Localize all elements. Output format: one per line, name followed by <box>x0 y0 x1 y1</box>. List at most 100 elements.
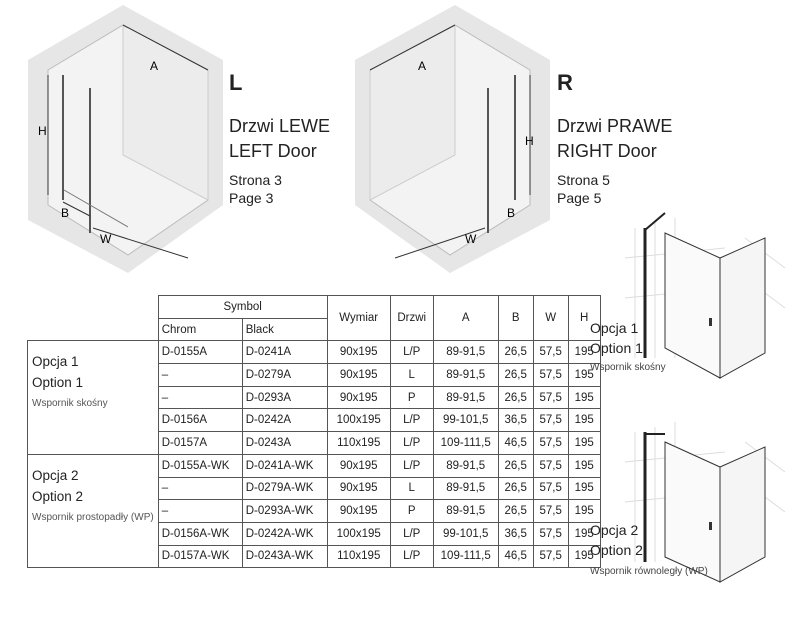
table-cell: – <box>157 499 243 523</box>
table-cell: 26,5 <box>497 340 534 365</box>
header-wymiar: Wymiar <box>326 294 391 342</box>
table-cell: 89-91,5 <box>432 363 499 387</box>
group-label-pl: Opcja 2 <box>32 467 79 483</box>
table-cell: 100x195 <box>326 521 391 546</box>
table-cell: D-0156A <box>157 408 243 433</box>
table-cell: D-0243A-WK <box>241 544 328 569</box>
table-cell: 195 <box>567 499 601 523</box>
left-title-pl: Drzwi LEWE <box>229 116 331 136</box>
right-page-en[interactable]: Page 5 <box>557 190 602 206</box>
dim-b-label: B <box>507 206 515 220</box>
header-drzwi: Drzwi <box>389 294 434 342</box>
left-door-diagram: A H B W <box>28 5 223 273</box>
option1-label-pl: Opcja 1 <box>590 320 639 336</box>
table-cell: D-0157A-WK <box>157 544 243 569</box>
option1-diagram <box>624 212 786 379</box>
table-cell: 99-101,5 <box>432 408 499 433</box>
table-cell: 90x195 <box>326 340 391 365</box>
table-cell: 57,5 <box>532 476 569 501</box>
table-cell: D-0293A-WK <box>241 499 328 523</box>
left-page-en[interactable]: Page 3 <box>229 190 274 206</box>
group-label-en: Option 2 <box>32 488 84 504</box>
table-cell: D-0279A-WK <box>241 476 328 501</box>
option2-diagram <box>624 422 786 583</box>
table-cell: D-0241A-WK <box>241 453 328 478</box>
table-cell: D-0156A-WK <box>157 521 243 546</box>
table-cell: D-0241A <box>241 340 328 365</box>
option-group-label: Opcja 2 Option 2 Wspornik prostopadły (WP) <box>27 453 159 569</box>
table-cell: 57,5 <box>532 408 569 433</box>
table-cell: 26,5 <box>497 499 534 523</box>
table-cell: – <box>157 476 243 501</box>
left-page-pl[interactable]: Strona 3 <box>229 172 282 188</box>
header-a: A <box>432 294 499 342</box>
table-cell: D-0155A-WK <box>157 453 243 478</box>
table-cell: 195 <box>567 453 601 478</box>
table-cell: L <box>389 363 434 387</box>
table-cell: 26,5 <box>497 453 534 478</box>
dim-a-label: A <box>418 59 426 73</box>
table-cell: P <box>389 499 434 523</box>
table-cell: 57,5 <box>532 499 569 523</box>
header-symbol: Symbol <box>157 295 328 319</box>
table-cell: D-0293A <box>241 385 328 410</box>
right-letter: R <box>557 70 573 95</box>
table-cell: 195 <box>567 476 601 501</box>
table-cell: 57,5 <box>532 521 569 546</box>
table-cell: D-0242A-WK <box>241 521 328 546</box>
table-cell: L/P <box>389 453 434 478</box>
dim-h-label: H <box>38 124 47 138</box>
table-cell: 90x195 <box>326 385 391 410</box>
dim-w-label: W <box>100 232 112 246</box>
table-cell: L/P <box>389 431 434 455</box>
table-cell: 57,5 <box>532 431 569 455</box>
table-row: Opcja 2 Option 2 Wspornik prostopadły (WP)… <box>27 453 601 569</box>
table-cell: 46,5 <box>497 431 534 455</box>
table-cell: 110x195 <box>326 431 391 455</box>
table-cell: 57,5 <box>532 385 569 410</box>
option2-note: Wspornik równoległy (WP) <box>590 566 708 577</box>
table-cell: 90x195 <box>326 363 391 387</box>
table-cell: 195 <box>567 544 601 569</box>
table-cell: 90x195 <box>326 476 391 501</box>
table-cell: 26,5 <box>497 476 534 501</box>
dim-h-label: H <box>525 134 534 148</box>
option1-label-en: Option 1 <box>590 340 643 356</box>
table-cell: D-0279A <box>241 363 328 387</box>
table-cell: 36,5 <box>497 521 534 546</box>
table-cell: 89-91,5 <box>432 340 499 365</box>
table-cell: L <box>389 476 434 501</box>
table-cell: L/P <box>389 544 434 569</box>
table-cell: 89-91,5 <box>432 385 499 410</box>
dim-b-label: B <box>61 206 69 220</box>
right-page-pl[interactable]: Strona 5 <box>557 172 610 188</box>
table-cell: L/P <box>389 521 434 546</box>
table-cell: 99-101,5 <box>432 521 499 546</box>
group-note: Wspornik prostopadły (WP) <box>32 511 154 523</box>
table-cell: 57,5 <box>532 363 569 387</box>
table-cell: 89-91,5 <box>432 453 499 478</box>
table-cell: 90x195 <box>326 453 391 478</box>
table-cell: 100x195 <box>326 408 391 433</box>
header-black: Black <box>241 317 328 342</box>
header-h: H <box>567 294 601 342</box>
table-cell: 26,5 <box>497 363 534 387</box>
table-cell: 57,5 <box>532 453 569 478</box>
table-cell: 109-111,5 <box>432 544 499 569</box>
table-cell: D-0155A <box>157 340 243 365</box>
table-cell: 195 <box>567 340 601 365</box>
left-letter: L <box>229 70 243 95</box>
table-cell: 57,5 <box>532 340 569 365</box>
table-cell: – <box>157 363 243 387</box>
table-cell: 109-111,5 <box>432 431 499 455</box>
dim-w-label: W <box>465 232 477 246</box>
table-cell: 110x195 <box>326 544 391 569</box>
table-cell: 89-91,5 <box>432 476 499 501</box>
table-cell: D-0242A <box>241 408 328 433</box>
group-label-pl: Opcja 1 <box>32 354 79 370</box>
